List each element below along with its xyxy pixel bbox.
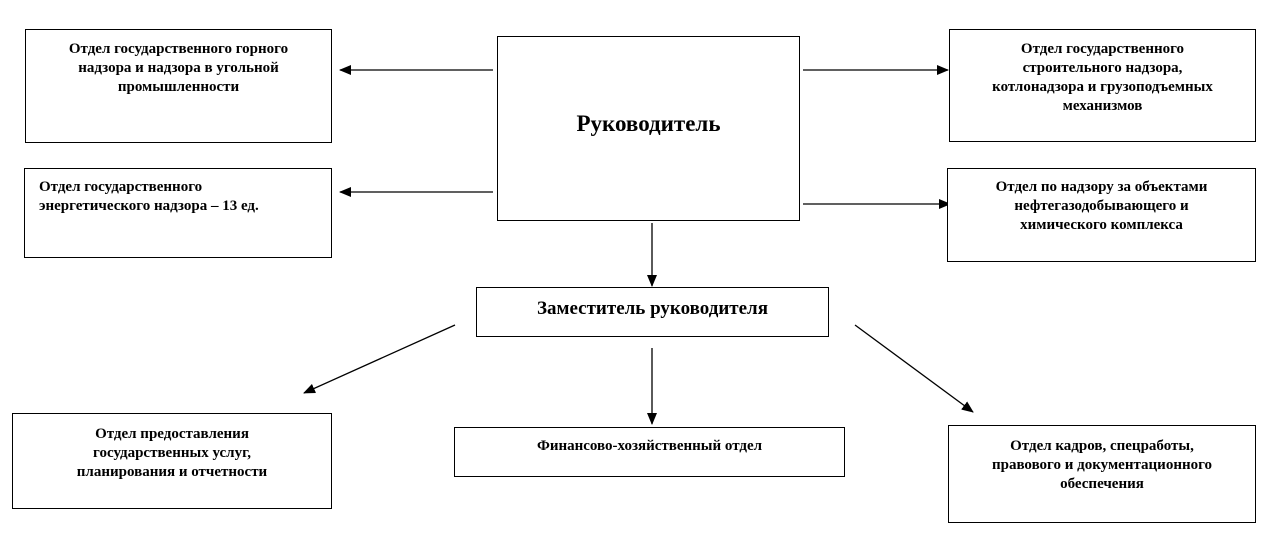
dept-finance-box: Финансово-хозяйственный отдел [454, 427, 845, 477]
dept-oilgas-box: Отдел по надзору за объектами нефтегазод… [947, 168, 1256, 262]
deputy-label: Заместитель руководителя [537, 298, 768, 319]
dept-construction-box: Отдел государственного строительного над… [949, 29, 1256, 142]
dept-construction-line-3: котлонадзора и грузоподъемных [992, 79, 1213, 95]
dept-mining-line-3: промышленности [117, 79, 240, 95]
dept-mining-box: Отдел государственного горного надзора и… [25, 29, 332, 143]
dept-oilgas-line-2: нефтегазодобывающего и [1014, 198, 1189, 214]
dept-energy-box: Отдел государственного энергетического н… [24, 168, 332, 258]
arrow-deputy-to-hr [854, 324, 974, 413]
dept-services-line-1: Отдел предоставления [95, 426, 249, 442]
dept-mining-line-2: надзора и надзора в угольной [78, 60, 279, 76]
dept-hr-box: Отдел кадров, спецработы, правового и до… [948, 425, 1256, 523]
dept-mining-line-1: Отдел государственного горного [68, 41, 289, 57]
dept-services-box: Отдел предоставления государственных усл… [12, 413, 332, 509]
deputy-box: Заместитель руководителя [476, 287, 829, 337]
dept-services-line-2: государственных услуг, [93, 445, 251, 461]
head-label: Руководитель [576, 110, 721, 136]
dept-services-line-3: планирования и отчетности [76, 464, 268, 480]
dept-construction-line-1: Отдел государственного [1020, 41, 1185, 57]
dept-hr-line-1: Отдел кадров, спецработы, [1010, 438, 1194, 454]
head-box: Руководитель [497, 36, 800, 221]
dept-hr-line-2: правового и документационного [991, 457, 1213, 473]
dept-energy-line-2: энергетического надзора – 13 ед. [39, 198, 259, 214]
arrow-deputy-to-services [303, 324, 456, 394]
dept-construction-line-4: механизмов [1062, 98, 1143, 114]
dept-hr-line-3: обеспечения [1060, 476, 1144, 492]
dept-oilgas-line-3: химического комплекса [1020, 217, 1183, 233]
dept-finance-line-1: Финансово-хозяйственный отдел [536, 438, 763, 454]
dept-energy-line-1: Отдел государственного [39, 179, 203, 195]
dept-construction-line-2: строительного надзора, [1022, 60, 1183, 76]
dept-oilgas-line-1: Отдел по надзору за объектами [995, 179, 1208, 195]
